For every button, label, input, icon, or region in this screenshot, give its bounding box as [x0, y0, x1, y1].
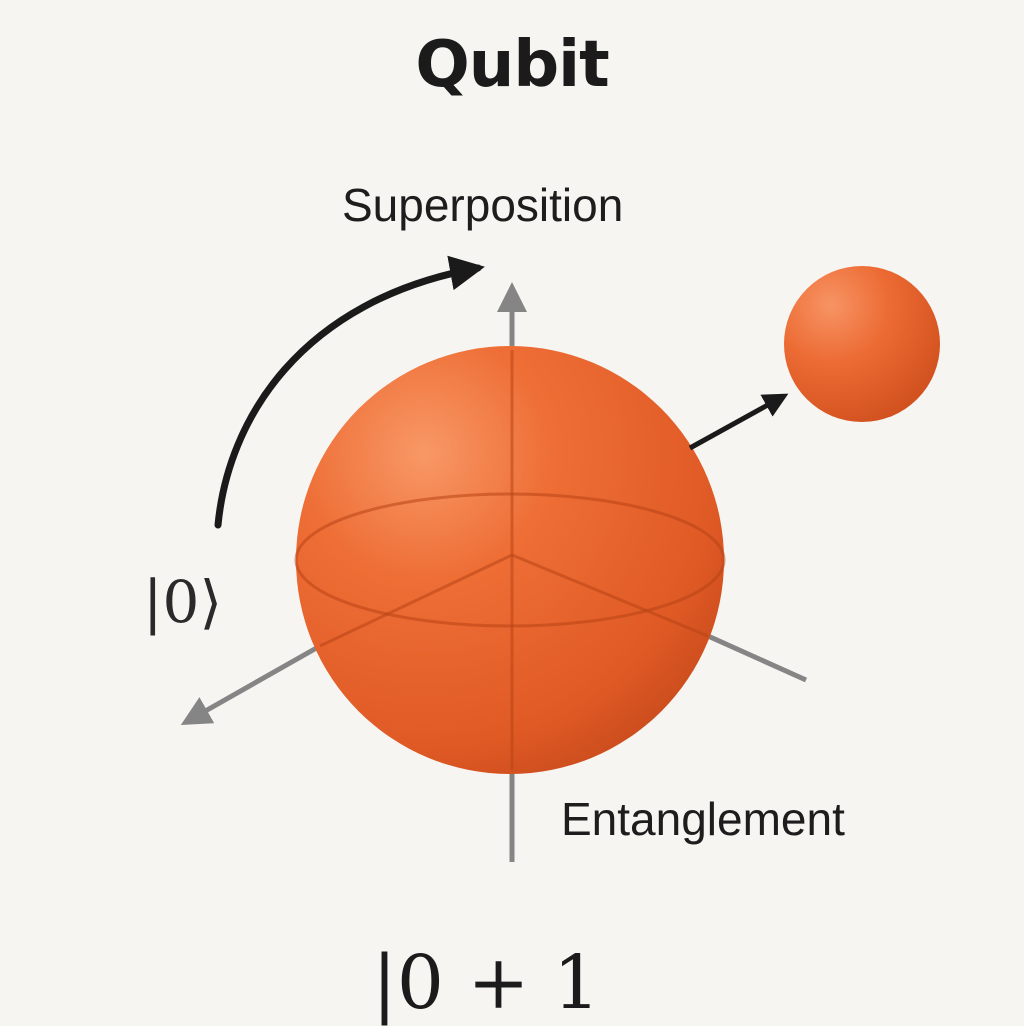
inner-x-axis [319, 553, 513, 648]
sphere-internal-lines [294, 350, 726, 770]
ket-zero-label: |0⟩ [143, 568, 223, 636]
entanglement-label: Entanglement [561, 793, 845, 845]
bloch-sphere-icon [296, 346, 724, 774]
axes-back [180, 282, 808, 862]
superposition-arrow-icon [214, 255, 485, 529]
state-formula: |0 + 1 [372, 940, 601, 1026]
superposition-label: Superposition [342, 179, 624, 231]
entangled-particle-icon [784, 266, 940, 422]
entanglement-arrow-icon [688, 393, 789, 451]
equator-ellipse [294, 492, 726, 628]
x-axis-front [180, 643, 322, 725]
inner-y-axis [511, 553, 709, 638]
y-axis-right [706, 633, 808, 683]
diagram-title: Qubit [415, 28, 609, 102]
